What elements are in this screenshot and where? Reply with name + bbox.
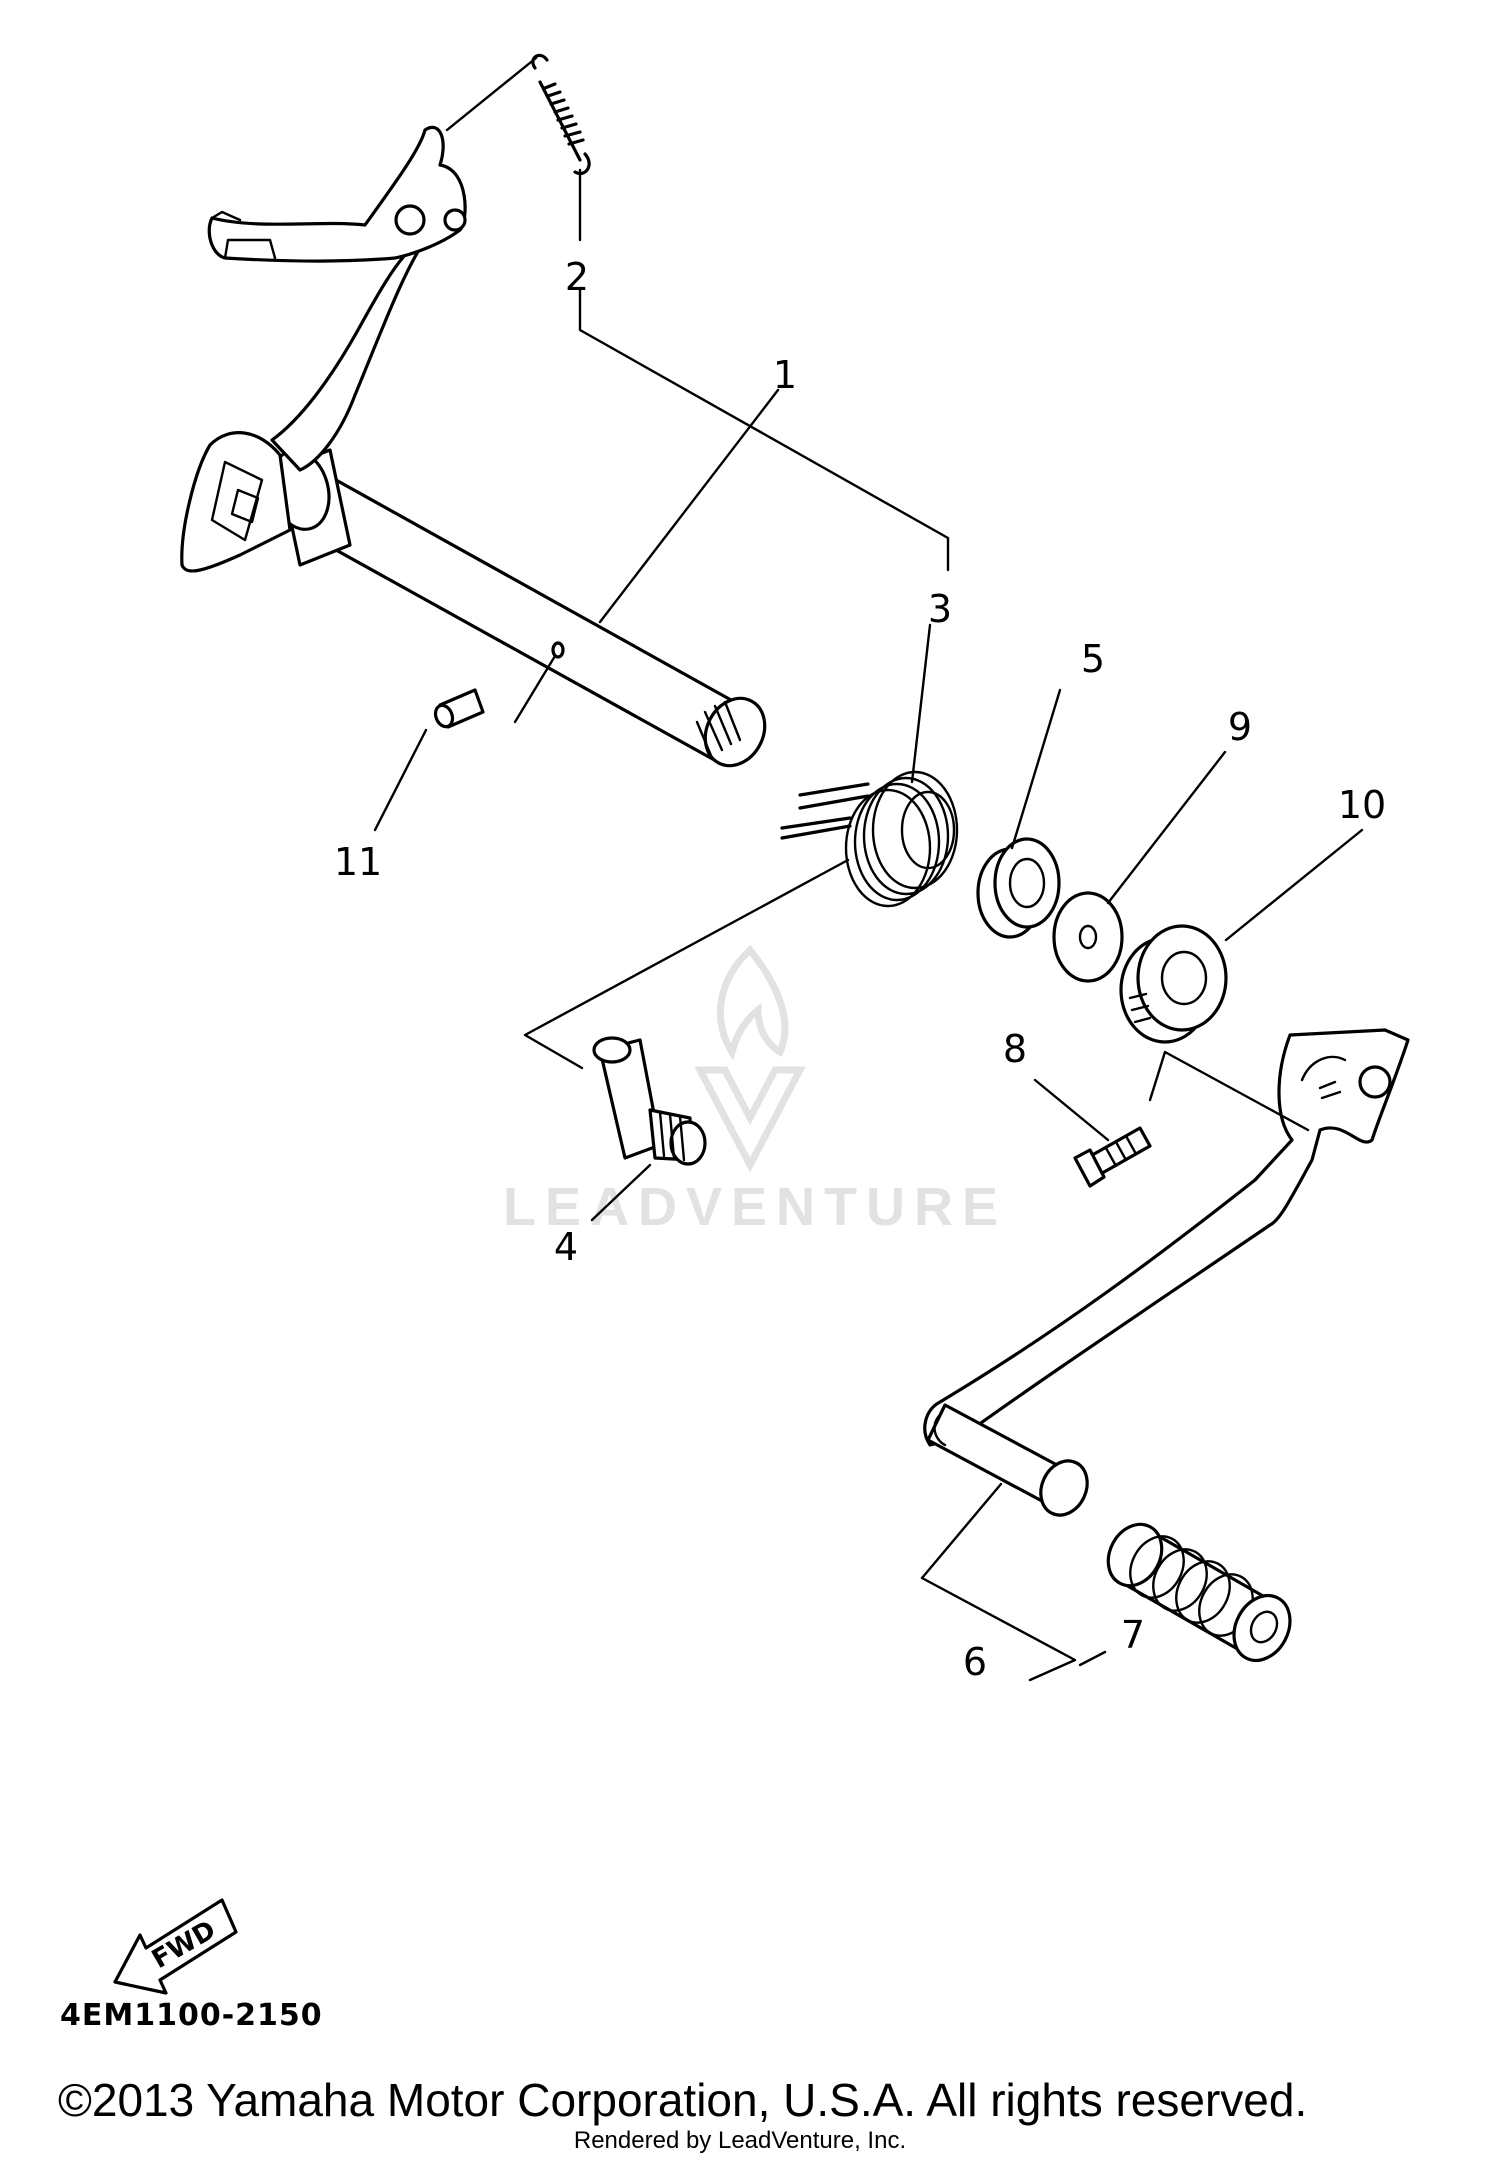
callout-9: 9 bbox=[1228, 705, 1252, 749]
diagram-code: 4EM1100-2150 bbox=[60, 1998, 323, 2033]
callout-3: 3 bbox=[928, 587, 952, 631]
callout-8: 8 bbox=[1003, 1027, 1027, 1071]
collar-part-5 bbox=[976, 837, 1061, 939]
leader-lines bbox=[373, 56, 1364, 1682]
return-spring-part-3 bbox=[780, 770, 959, 908]
callout-5: 5 bbox=[1081, 637, 1105, 681]
shift-shaft-part-1 bbox=[180, 125, 767, 768]
washer-part-9 bbox=[1052, 891, 1124, 983]
callout-7: 7 bbox=[1121, 1613, 1145, 1657]
rendered-by: Rendered by LeadVenture, Inc. bbox=[574, 2127, 906, 2154]
stopper-bolt-part-4 bbox=[592, 1036, 707, 1166]
callout-10: 10 bbox=[1338, 783, 1386, 827]
watermark-text: LEADVENTURE bbox=[503, 1177, 1007, 1237]
copyright-notice: ©2013 Yamaha Motor Corporation, U.S.A. A… bbox=[58, 2074, 1307, 2126]
callout-4: 4 bbox=[554, 1225, 578, 1269]
shift-pedal-part-6 bbox=[923, 1028, 1410, 1517]
spring-part-2 bbox=[531, 53, 591, 175]
callouts: 1 2 3 4 5 6 7 8 9 10 11 bbox=[334, 255, 1386, 1684]
callout-6: 6 bbox=[963, 1640, 987, 1684]
callout-1: 1 bbox=[773, 353, 797, 397]
pedal-rubber-part-7 bbox=[1106, 1522, 1292, 1663]
flame-logo-icon bbox=[694, 944, 806, 1173]
callout-11: 11 bbox=[334, 840, 382, 884]
bolt-part-8 bbox=[1073, 1126, 1152, 1188]
callout-2: 2 bbox=[565, 255, 589, 299]
pin-part-11 bbox=[433, 641, 565, 729]
oil-seal-part-10 bbox=[1119, 924, 1228, 1044]
leadventure-watermark: LEADVENTURE bbox=[503, 944, 1007, 1237]
fwd-arrow-badge: FWD bbox=[113, 1898, 238, 1995]
